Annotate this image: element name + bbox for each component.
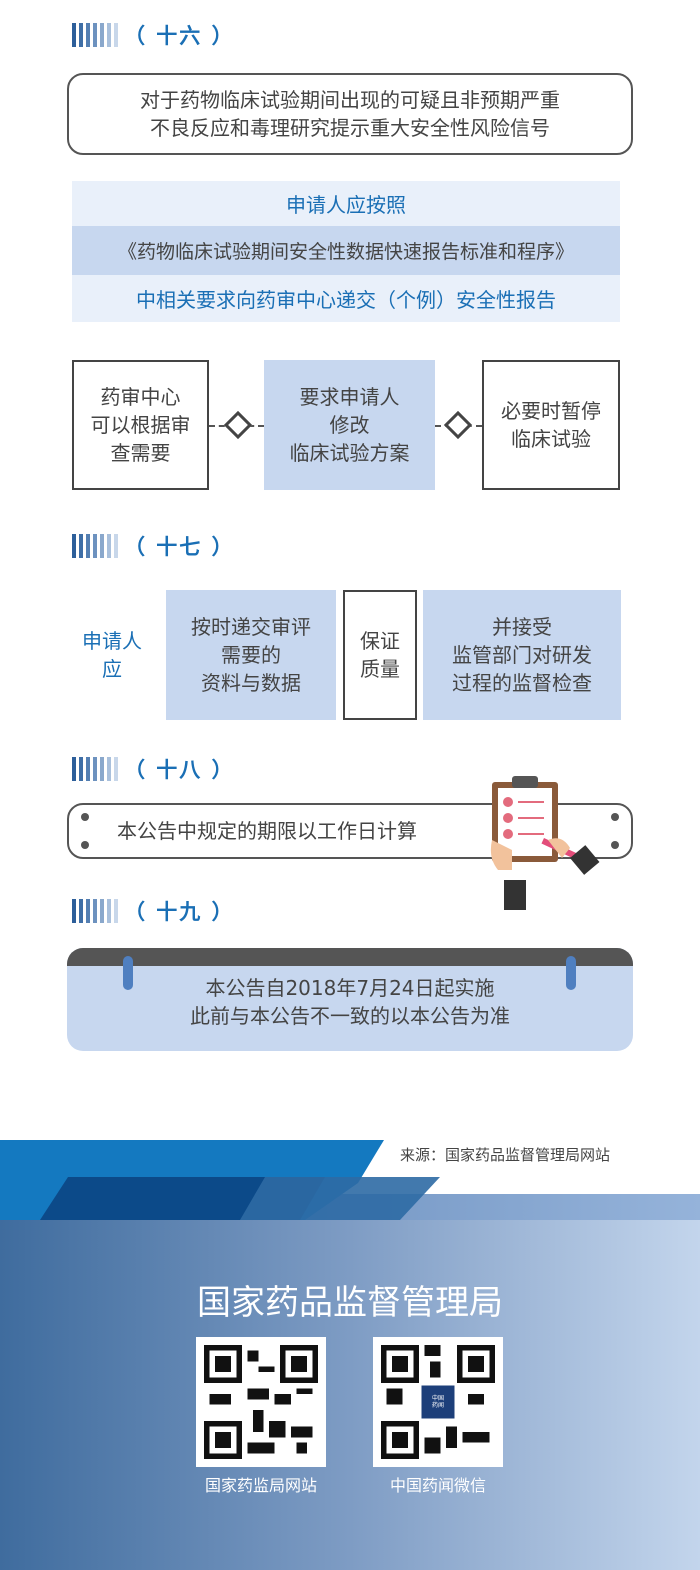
intro-box: 对于药物临床试验期间出现的可疑且非预期严重 不良反应和毒理研究提示重大安全性风险… [67, 73, 633, 155]
qr-code-website[interactable] [196, 1337, 326, 1467]
workday-box: 本公告中规定的期限以工作日计算 [67, 803, 633, 859]
ring-icon [566, 956, 576, 990]
ring-icon [123, 956, 133, 990]
duty-box-3: 并接受 监管部门对研发 过程的监督检查 [423, 590, 621, 720]
flow-text: 可以根据审 [90, 413, 191, 437]
label-line: 应 [102, 657, 122, 681]
effective-date-card: 本公告自2018年7月24日起实施 此前与本公告不一致的以本公告为准 [67, 948, 633, 1051]
bars-icon [72, 534, 118, 558]
source-text: 来源：国家药品监督管理局网站 [400, 1146, 611, 1164]
duty-text: 按时递交审评 [191, 615, 311, 639]
band-line: 《药物临床试验期间安全性数据快速报告标准和程序》 [72, 226, 620, 275]
duty-text: 监管部门对研发 [452, 643, 592, 667]
flow-text: 临床试验方案 [289, 441, 410, 465]
flow-text: 临床试验 [511, 427, 591, 451]
flow-box-1: 药审中心 可以根据审 查需要 [72, 360, 209, 490]
applicant-label: 申请人 应 [72, 620, 152, 690]
label-line: 申请人 [82, 629, 142, 653]
qr-label: 国家药监局网站 [204, 1476, 317, 1495]
duty-box-1: 按时递交审评 需要的 资料与数据 [166, 590, 336, 720]
band-line: 中相关要求向药审中心递交（个例）安全性报告 [72, 275, 620, 322]
bars-icon [72, 757, 118, 781]
section-title: （ 十六 ） [124, 24, 235, 48]
wechat-logo: 中国药闻 [431, 1395, 444, 1409]
flow-text: 药审中心 [100, 385, 181, 409]
duty-text: 质量 [360, 657, 400, 681]
duty-text: 保证 [360, 629, 400, 653]
flow-box-3: 必要时暂停 临床试验 [482, 360, 620, 490]
flow-text: 查需要 [110, 441, 171, 465]
effective-line: 此前与本公告不一致的以本公告为准 [190, 1004, 510, 1028]
duty-box-2: 保证 质量 [343, 590, 417, 720]
section-title: （ 十八 ） [124, 758, 235, 782]
intro-line: 不良反应和毒理研究提示重大安全性风险信号 [150, 116, 550, 140]
section-17-header: （ 十七 ） [72, 533, 235, 559]
duty-text: 并接受 [492, 615, 552, 639]
footer-shapes [0, 1140, 440, 1220]
qr-code-wechat[interactable]: 中国药闻 [373, 1337, 503, 1467]
bars-icon [72, 23, 118, 47]
section-16-header: （ 十六 ） [72, 22, 235, 48]
org-title: 国家药品监督管理局 [197, 1283, 503, 1323]
section-title: （ 十七 ） [124, 535, 235, 559]
requirement-band: 申请人应按照 《药物临床试验期间安全性数据快速报告标准和程序》 中相关要求向药审… [72, 181, 620, 322]
duty-text: 需要的 [221, 643, 281, 667]
workday-text: 本公告中规定的期限以工作日计算 [117, 819, 417, 843]
qr-icon [381, 1345, 495, 1459]
duty-text: 过程的监督检查 [452, 671, 592, 695]
section-18-header: （ 十八 ） [72, 756, 235, 782]
qr-icon [204, 1345, 318, 1459]
bars-icon [72, 899, 118, 923]
section-title: （ 十九 ） [124, 900, 235, 924]
diamond-icon [443, 410, 473, 440]
intro-line: 对于药物临床试验期间出现的可疑且非预期严重 [140, 88, 560, 112]
duty-text: 资料与数据 [201, 671, 301, 695]
footer-background [0, 1220, 700, 1570]
qr-label: 中国药闻微信 [389, 1476, 486, 1495]
diamond-icon [223, 410, 253, 440]
section-19-header: （ 十九 ） [72, 898, 235, 924]
clipboard-illustration-icon [490, 776, 600, 910]
band-line: 申请人应按照 [72, 181, 620, 226]
effective-line: 本公告自2018年7月24日起实施 [205, 976, 495, 1000]
flow-text: 必要时暂停 [501, 399, 601, 423]
flow-box-2: 要求申请人 修改 临床试验方案 [264, 360, 435, 490]
flow-text: 要求申请人 [299, 385, 400, 409]
flow-text: 修改 [329, 413, 370, 437]
